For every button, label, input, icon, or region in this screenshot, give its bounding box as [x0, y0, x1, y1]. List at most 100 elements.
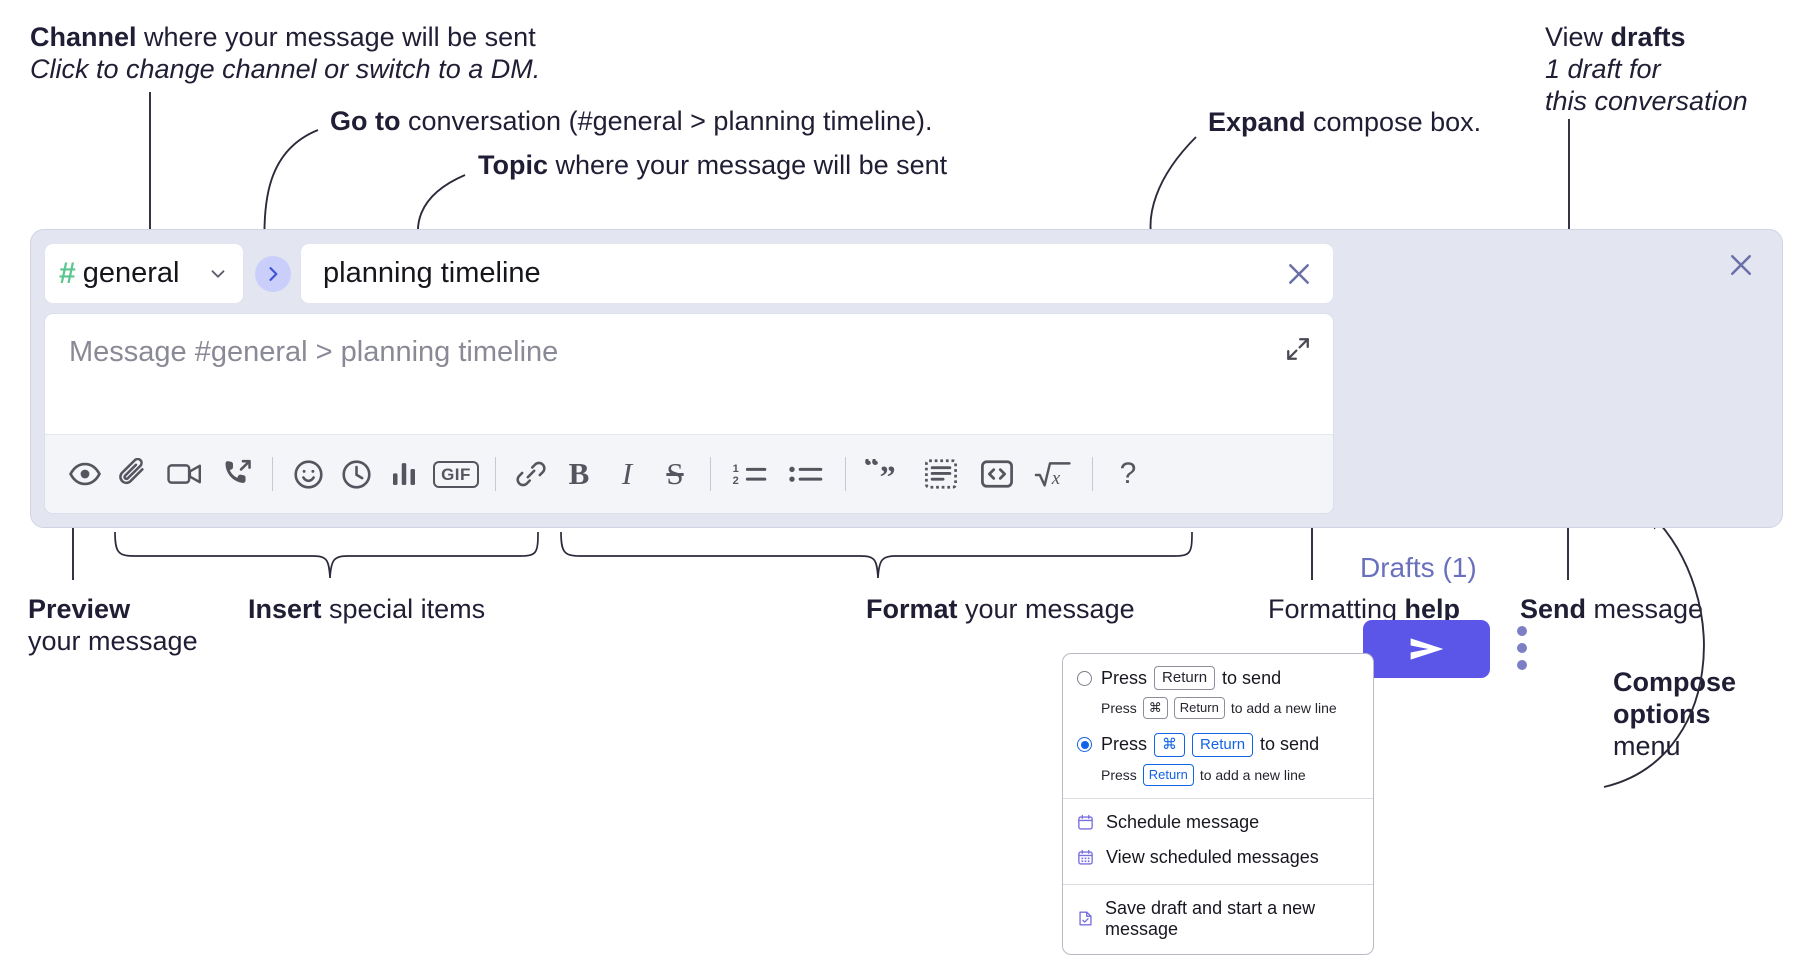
annotation-expand-rest: compose box.	[1305, 107, 1482, 137]
option-0-sub-suffix: to add a new line	[1230, 700, 1337, 717]
annotation-help: Formatting help	[1268, 594, 1460, 626]
emoji-smiley-icon[interactable]	[284, 448, 332, 500]
blockquote-icon[interactable]: “ ”	[857, 448, 913, 500]
toolbar-divider	[710, 457, 711, 491]
bulleted-list-icon[interactable]	[778, 448, 834, 500]
svg-text:”: ”	[880, 459, 896, 489]
annotation-preview-bold: Preview	[28, 594, 131, 624]
toolbar-divider	[1092, 457, 1093, 491]
option-0-main-suffix: to send	[1222, 667, 1282, 688]
toolbar-divider	[845, 457, 846, 491]
annotation-compose-options-bold1: Compose	[1613, 667, 1737, 697]
inline-code-icon[interactable]	[969, 448, 1025, 500]
close-icon[interactable]	[1726, 250, 1756, 280]
formatting-help-icon[interactable]: ?	[1104, 448, 1152, 500]
annotation-topic-bold: Topic	[478, 150, 548, 180]
annotation-channel-rest: where your message will be sent	[136, 22, 536, 52]
option-0-main-prefix: Press	[1101, 667, 1148, 688]
menu-item-label: Save draft and start a new message	[1105, 897, 1316, 939]
annotation-drafts-italic1: 1 draft for	[1545, 53, 1661, 84]
formatting-toolbar: GIF B	[45, 434, 1333, 513]
menu-item-schedule-message[interactable]: Schedule message	[1063, 805, 1373, 840]
ordered-list-icon[interactable]: 1 2	[722, 448, 778, 500]
kebab-dot	[1517, 626, 1527, 636]
clear-topic-icon[interactable]	[1283, 258, 1315, 290]
radio-command-return[interactable]	[1077, 737, 1092, 753]
poll-bars-icon[interactable]	[380, 448, 428, 500]
menu-item-label: View scheduled messages	[1106, 846, 1319, 867]
menu-item-view-scheduled[interactable]: View scheduled messages	[1063, 840, 1373, 875]
annotation-insert-bold: Insert	[248, 594, 322, 624]
attachment-paperclip-icon[interactable]	[109, 448, 157, 500]
call-forward-icon[interactable]	[213, 448, 261, 500]
annotation-compose-options-bold2: options	[1613, 698, 1711, 729]
preview-eye-icon[interactable]	[61, 448, 109, 500]
message-input-area[interactable]: Message #general > planning timeline	[45, 314, 1333, 436]
annotation-goto: Go to conversation (#general > planning …	[330, 106, 933, 138]
send-button[interactable]	[1363, 620, 1490, 678]
menu-divider	[1063, 797, 1373, 799]
key-return: Return	[1192, 732, 1254, 758]
annotation-channel-bold: Channel	[30, 22, 137, 52]
math-icon[interactable]: x	[1025, 448, 1081, 500]
channel-selector[interactable]: # general	[44, 243, 244, 304]
send-option-cmd-return[interactable]: Press ⌘ Return to send Press Return to a…	[1063, 729, 1373, 796]
compose-inner: # general	[44, 243, 1334, 514]
option-1-sub-prefix: Press	[1101, 766, 1137, 783]
italic-label: I	[621, 456, 633, 491]
drafts-link[interactable]: Drafts (1)	[1360, 552, 1477, 583]
annotation-drafts: View drafts 1 draft for this conversatio…	[1545, 22, 1748, 118]
svg-text:1: 1	[733, 463, 739, 475]
help-label: ?	[1119, 457, 1137, 490]
bold-icon[interactable]: B	[555, 448, 603, 500]
compose-panel: # general	[30, 229, 1783, 678]
chevron-down-icon	[207, 263, 229, 285]
topic-input[interactable]	[321, 256, 1283, 291]
video-camera-icon[interactable]	[157, 448, 213, 500]
annotation-insert: Insert special items	[248, 594, 485, 626]
option-1-sub-suffix: to add a new line	[1199, 766, 1306, 783]
annotation-topic-rest: where your message will be sent	[548, 150, 948, 180]
strikethrough-label: S	[666, 456, 684, 491]
compose-options-menu: Press Return to send Press ⌘ Return to a…	[1062, 653, 1374, 955]
go-to-conversation-button[interactable]	[255, 255, 291, 292]
annotation-help-prefix: Formatting	[1268, 594, 1405, 624]
toolbar-divider	[272, 457, 273, 491]
svg-text:x: x	[1051, 468, 1061, 489]
annotation-send: Send message	[1520, 594, 1703, 626]
code-block-icon[interactable]	[913, 448, 969, 500]
gif-icon[interactable]: GIF	[428, 448, 484, 500]
annotation-goto-rest: conversation (#general > planning timeli…	[400, 106, 933, 136]
compose-options-kebab-icon[interactable]	[1509, 626, 1535, 670]
message-box: Message #general > planning timeline	[44, 313, 1334, 514]
annotation-send-rest: message	[1586, 594, 1704, 624]
key-command: ⌘	[1142, 697, 1168, 719]
radio-return[interactable]	[1077, 670, 1092, 686]
clock-schedule-icon[interactable]	[332, 448, 380, 500]
annotation-expand: Expand compose box.	[1208, 107, 1481, 139]
send-option-return[interactable]: Press Return to send Press ⌘ Return to a…	[1063, 654, 1373, 729]
send-paper-plane-icon	[1410, 638, 1443, 660]
document-check-icon	[1077, 910, 1094, 927]
message-placeholder: Message #general > planning timeline	[69, 336, 559, 368]
annotation-format-bold: Format	[866, 594, 958, 624]
annotation-topic: Topic where your message will be sent	[478, 150, 947, 182]
annotation-channel-italic: Click to change channel or switch to a D…	[30, 53, 541, 84]
option-1-main-prefix: Press	[1101, 734, 1148, 755]
menu-item-save-draft[interactable]: Save draft and start a new message	[1063, 891, 1373, 947]
compose-header-row: # general	[44, 243, 1334, 304]
expand-icon[interactable]	[1285, 336, 1311, 367]
calendar-grid-icon	[1077, 849, 1095, 866]
annotation-preview: Preview your message	[28, 594, 198, 658]
annotation-help-bold: help	[1404, 594, 1461, 624]
schedule-group: Schedule message View scheduled messages	[1063, 799, 1373, 882]
calendar-clock-icon	[1077, 814, 1095, 831]
topic-field[interactable]	[300, 243, 1334, 304]
link-icon[interactable]	[507, 448, 555, 500]
svg-text:2: 2	[733, 475, 739, 487]
strikethrough-icon[interactable]: S	[651, 448, 699, 500]
annotation-channel: Channel where your message will be sent …	[30, 22, 540, 86]
italic-icon[interactable]: I	[603, 448, 651, 500]
annotation-drafts-italic2: this conversation	[1545, 85, 1748, 116]
